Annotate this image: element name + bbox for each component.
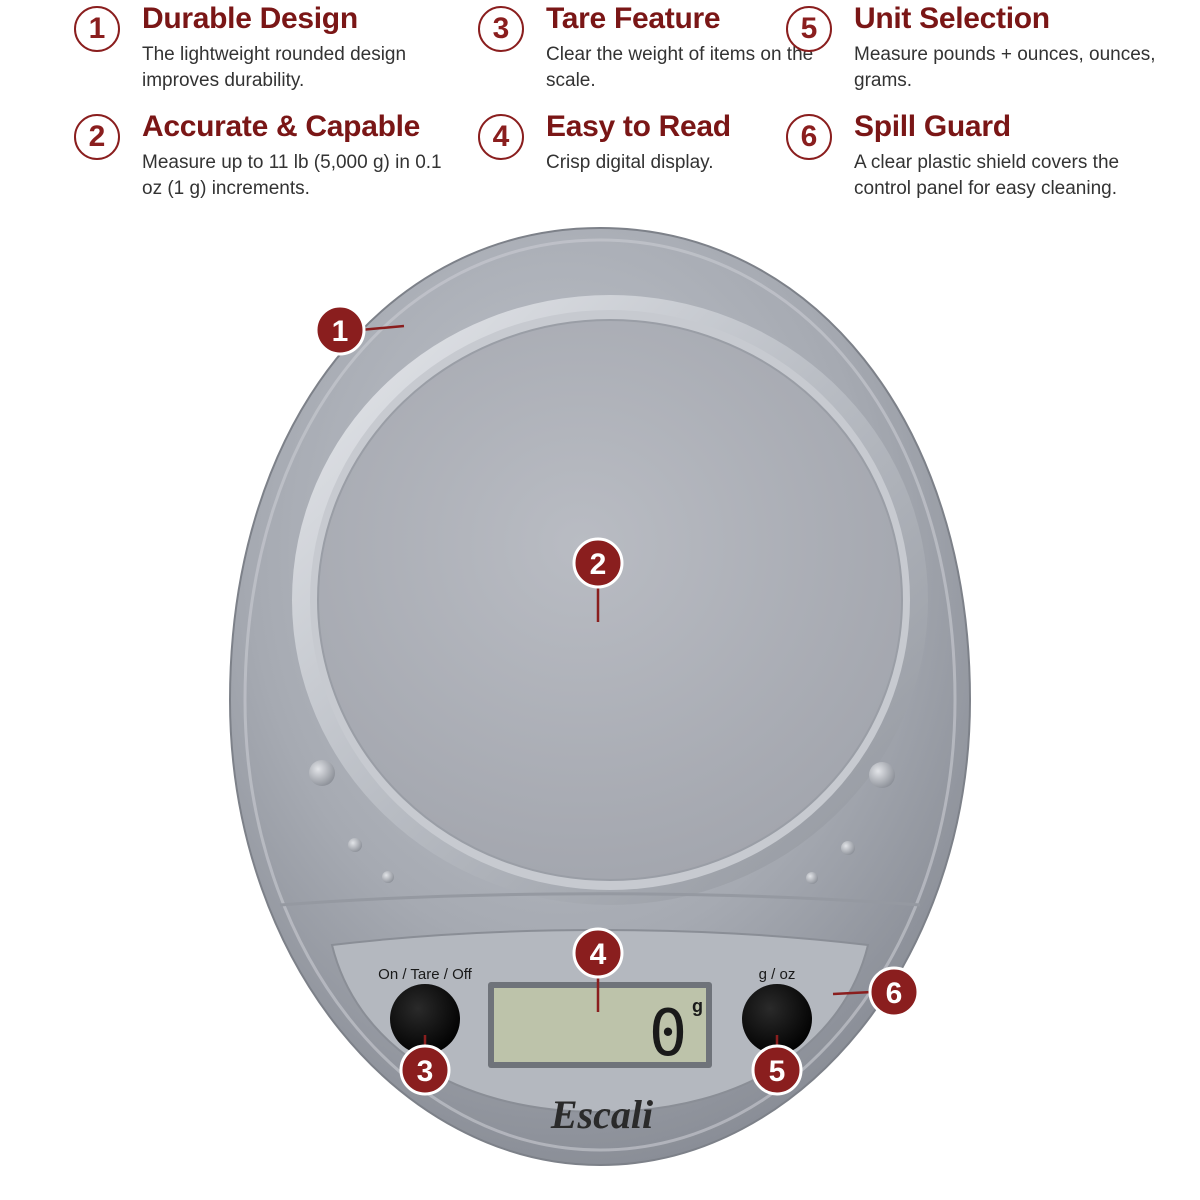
feature-number: 5 bbox=[786, 6, 832, 52]
scale-body-highlight bbox=[243, 238, 957, 1152]
feature-title: Tare Feature bbox=[546, 2, 721, 35]
brand-logo-text: Escali bbox=[550, 1092, 653, 1137]
feature-6: 6 Spill Guard A clear plastic shield cov… bbox=[786, 110, 1166, 204]
svg-text:6: 6 bbox=[886, 977, 903, 1010]
feature-title: Accurate & Capable bbox=[142, 110, 421, 143]
dimple-left-2 bbox=[382, 871, 394, 883]
svg-text:3: 3 bbox=[417, 1055, 434, 1088]
feature-description: The lightweight rounded design improves … bbox=[142, 44, 407, 91]
callout-badge-1: 1 bbox=[314, 304, 366, 356]
feature-number: 6 bbox=[786, 114, 832, 160]
power-tare-button[interactable] bbox=[390, 984, 460, 1054]
feature-number: 2 bbox=[74, 114, 120, 160]
callout-badge-5: 5 bbox=[751, 1044, 803, 1096]
feature-number: 1 bbox=[74, 6, 120, 52]
callout-6-line bbox=[832, 990, 873, 996]
feature-title: Unit Selection bbox=[854, 2, 1050, 35]
weighing-platform bbox=[317, 319, 903, 881]
svg-text:1: 1 bbox=[332, 315, 349, 348]
dimple-right-1 bbox=[841, 841, 855, 855]
feature-number: 3 bbox=[478, 6, 524, 52]
spill-guard-edge bbox=[279, 892, 921, 907]
feature-3: 3 Tare Feature Clear the weight of items… bbox=[478, 2, 858, 96]
feature-title: Durable Design bbox=[142, 2, 358, 35]
feature-title: Spill Guard bbox=[854, 110, 1011, 143]
side-nub-left bbox=[309, 760, 335, 786]
lcd-reading: 0 bbox=[649, 997, 688, 1071]
feature-description: Measure pounds + ounces, ounces, grams. bbox=[854, 44, 1156, 91]
feature-description: Crisp digital display. bbox=[546, 152, 714, 173]
svg-text:5: 5 bbox=[769, 1055, 786, 1088]
feature-5: 5 Unit Selection Measure pounds + ounces… bbox=[786, 2, 1166, 96]
feature-4: 4 Easy to Read Crisp digital display. bbox=[478, 110, 858, 204]
dimple-right-2 bbox=[806, 872, 818, 884]
feature-1: 1 Durable Design The lightweight rounded… bbox=[74, 2, 454, 96]
svg-text:2: 2 bbox=[590, 548, 607, 581]
power-button-label: On / Tare / Off bbox=[378, 966, 472, 983]
unit-button[interactable] bbox=[742, 984, 812, 1054]
callout-lines bbox=[359, 324, 873, 1050]
callout-badge-3: 3 bbox=[399, 1044, 451, 1096]
lcd-display bbox=[494, 988, 706, 1062]
dimple-left-1 bbox=[348, 838, 362, 852]
callout-badge-2: 2 bbox=[572, 537, 624, 589]
lcd-unit: g bbox=[692, 996, 703, 1016]
feature-title: Easy to Read bbox=[546, 110, 731, 143]
feature-description: Clear the weight of items on the scale. bbox=[546, 44, 814, 91]
svg-text:4: 4 bbox=[590, 938, 607, 971]
callout-badge-6: 6 bbox=[868, 966, 920, 1018]
feature-description: A clear plastic shield covers the contro… bbox=[854, 152, 1120, 199]
feature-number: 4 bbox=[478, 114, 524, 160]
feature-2: 2 Accurate & Capable Measure up to 11 lb… bbox=[74, 110, 454, 204]
callout-badge-4: 4 bbox=[572, 927, 624, 979]
feature-description: Measure up to 11 lb (5,000 g) in 0.1 oz … bbox=[142, 152, 442, 199]
unit-button-label: g / oz bbox=[759, 966, 796, 983]
callout-1-line bbox=[359, 324, 405, 332]
side-nub-right bbox=[869, 762, 895, 788]
